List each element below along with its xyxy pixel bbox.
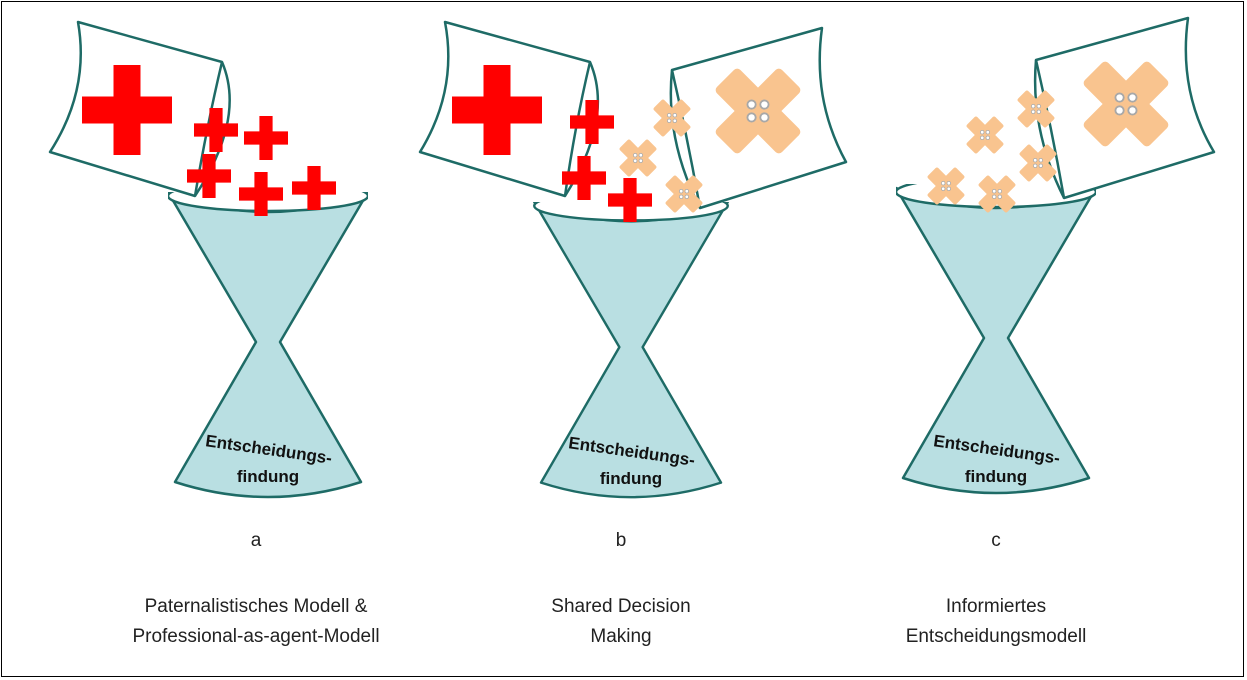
caption-b-line1: Shared Decision	[551, 596, 691, 617]
caption-c-line2: Entscheidungsmodell	[905, 626, 1087, 647]
caption-b: Shared Decision Making	[431, 592, 811, 652]
panel-letter-a: a	[250, 530, 262, 551]
funnel-label-line2: findung	[965, 467, 1027, 486]
funnel-label-line2: findung	[600, 469, 662, 488]
caption-a: Paternalistisches Modell & Professional-…	[66, 592, 446, 652]
red-cross-icon	[244, 116, 288, 160]
panel-a: Entscheidungs- findung	[48, 20, 368, 499]
bandage-icon	[618, 138, 658, 178]
caption-b-line2: Making	[590, 626, 652, 647]
caption-a-line2: Professional-as-agent-Modell	[132, 626, 380, 647]
panel-c: Entscheidungs- findung	[896, 16, 1216, 495]
caption-a-line1: Paternalistisches Modell &	[144, 596, 368, 617]
funnel-label-line2: findung	[237, 467, 299, 486]
panel-letter-c: c	[991, 530, 1001, 551]
panel-b: Entscheidungs- findung	[418, 20, 848, 499]
panel-letter-b: b	[615, 530, 627, 551]
caption-c: Informiertes Entscheidungsmodell	[806, 592, 1186, 652]
caption-c-line1: Informiertes	[945, 596, 1047, 617]
bandage-icon	[965, 115, 1005, 155]
